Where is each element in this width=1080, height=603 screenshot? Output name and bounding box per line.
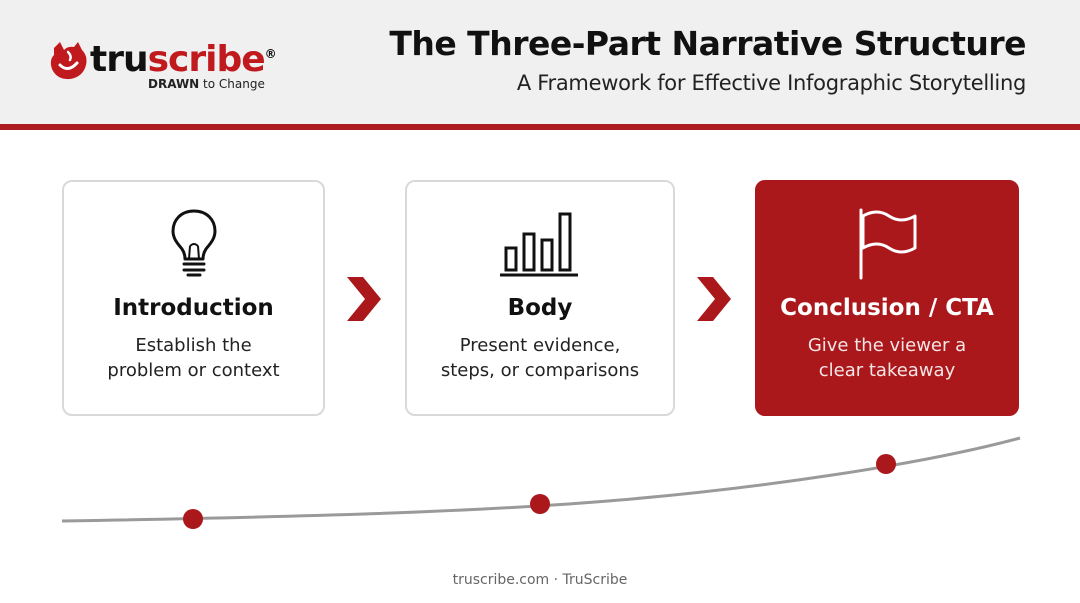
card-body: Body Present evidence, steps, or compari… <box>405 180 675 416</box>
curve-line <box>61 436 1021 523</box>
card-title: Introduction <box>113 295 274 321</box>
chevron-right-icon <box>347 277 381 321</box>
card-desc-line: Give the viewer a <box>807 335 967 356</box>
logo-word-scribe: scribe <box>147 39 266 80</box>
footer-credit: truscribe.com · TruScribe <box>452 572 628 588</box>
header-band <box>0 0 1080 124</box>
page-subtitle: A Framework for Effective Infographic St… <box>516 71 1026 95</box>
card-desc-line: clear takeaway <box>818 360 956 381</box>
logo-tagline: DRAWN to Change <box>148 77 265 91</box>
card-description: Present evidence, steps, or comparisons <box>407 333 673 383</box>
registered-mark: ® <box>264 47 277 61</box>
card-desc-line: Establish the <box>135 335 252 356</box>
bar-chart-icon <box>500 212 578 277</box>
card-desc-line: Present evidence, <box>459 335 621 356</box>
card-introduction: Introduction Establish the problem or co… <box>62 180 325 416</box>
logo-wordmark: truscribe® <box>90 34 277 80</box>
card-conclusion-cta: Conclusion / CTA Give the viewer a clear… <box>755 180 1019 416</box>
tagline-rest: to Change <box>199 77 265 91</box>
card-desc-line: problem or context <box>107 360 280 381</box>
truscribe-face-logo-icon <box>50 42 87 80</box>
stage-marker-conclusion <box>876 454 896 474</box>
page-title: The Three-Part Narrative Structure <box>389 24 1026 63</box>
card-title: Body <box>507 295 573 321</box>
logo-word-tru: tru <box>90 39 149 80</box>
truscribe-logo[interactable]: truscribe® DRAWN to Change <box>46 30 277 94</box>
card-description: Give the viewer a clear takeaway <box>757 333 1017 383</box>
card-desc-line: steps, or comparisons <box>440 360 640 381</box>
header-divider <box>0 124 1080 130</box>
stage-marker-body <box>530 494 550 514</box>
tagline-drawn: DRAWN <box>148 77 200 91</box>
lightbulb-icon <box>171 209 216 277</box>
stage-marker-introduction <box>183 509 203 529</box>
card-title: Conclusion / CTA <box>780 295 994 321</box>
card-description: Establish the problem or context <box>64 333 323 383</box>
progress-curve <box>61 436 1021 529</box>
flag-icon <box>859 208 917 280</box>
chevron-right-icon <box>697 277 731 321</box>
